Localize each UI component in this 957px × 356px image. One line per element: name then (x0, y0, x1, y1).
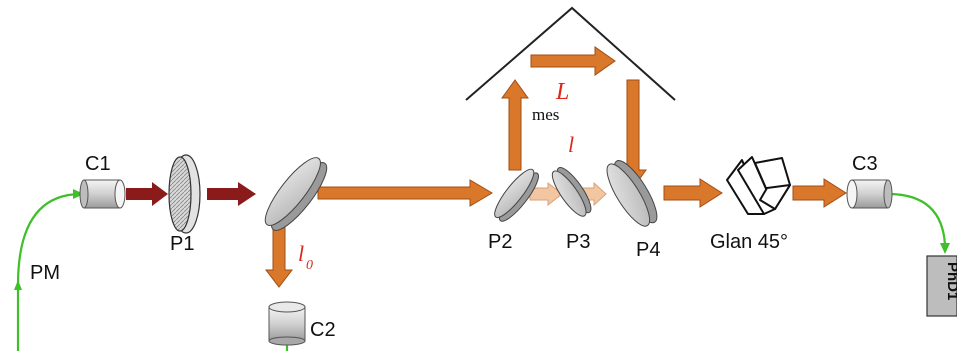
beam-to-c3 (792, 178, 847, 208)
beam-top (530, 46, 616, 76)
collimator-c1-icon (79, 179, 126, 209)
label-c1: C1 (85, 153, 111, 175)
label-l0-subscript: 0 (306, 258, 313, 273)
fiber-arrow-down-icon (940, 243, 950, 254)
glan-prism-icon (726, 156, 791, 215)
label-phd1: PhD1 (944, 262, 957, 300)
label-p4: P4 (636, 239, 660, 261)
fiber-arrow-up-icon (14, 280, 22, 290)
beam-light-1 (529, 181, 563, 207)
label-l0: l (298, 241, 304, 266)
beam-to-glan (663, 178, 723, 208)
label-c2: C2 (310, 319, 336, 341)
label-pm: PM (30, 262, 60, 284)
fiber-arrow-right-icon (73, 189, 84, 199)
collimator-c3-icon (846, 179, 893, 209)
fiber-input (16, 192, 81, 351)
label-c3: C3 (852, 153, 878, 175)
beam-up (501, 79, 529, 171)
label-l-small: l (568, 132, 574, 157)
beam-arrow-red-2 (207, 182, 256, 206)
photodetector-phd1-icon (926, 255, 957, 317)
label-glan: Glan 45° (710, 231, 788, 253)
roof-prism-icon (465, 6, 676, 101)
waveplate-p3-icon (551, 167, 592, 217)
label-p3: P3 (566, 231, 590, 253)
label-L-big: L (555, 79, 569, 105)
waveplate-p2-icon (494, 168, 539, 222)
waveplate-p1-icon (168, 154, 201, 234)
waveplate-p4-icon (606, 160, 658, 227)
collimator-c2-icon (268, 301, 306, 346)
beam-arrow-red-1 (126, 182, 168, 206)
beam-main (317, 179, 493, 207)
fiber-output (887, 192, 947, 246)
beam-down-l0 (264, 223, 294, 288)
label-mes: mes (532, 105, 559, 124)
label-p2: P2 (488, 231, 512, 253)
beamsplitter-icon (264, 157, 328, 231)
label-p1: P1 (170, 233, 194, 255)
